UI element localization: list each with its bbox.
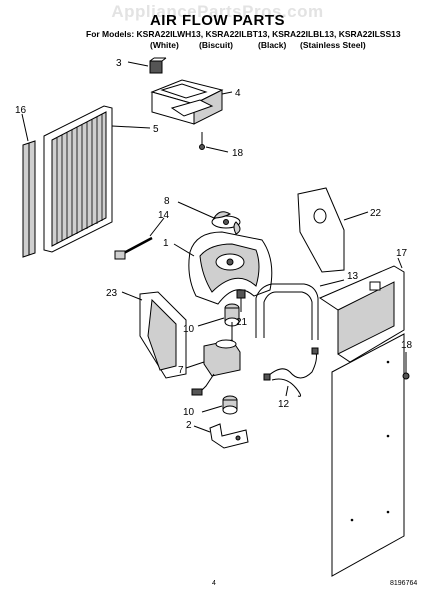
page-number: 4 (212, 580, 216, 587)
part-12-wire-harness (263, 347, 319, 397)
callout-10-lower: 10 (183, 407, 195, 418)
part-21-nut (236, 289, 246, 312)
variant-black: (Black) (258, 40, 287, 50)
part-14-sensor (114, 217, 165, 260)
part-1-fan-shroud (173, 231, 273, 305)
variant-stainless: (Stainless Steel) (300, 40, 366, 50)
callout-10-upper: 10 (183, 324, 195, 335)
callout-2: 2 (186, 420, 192, 431)
callout-8: 8 (164, 196, 170, 207)
part-16-strip (21, 113, 36, 258)
models-line: For Models: KSRA22ILWH13, KSRA22ILBT13, … (86, 29, 401, 39)
part-18-screw-right (402, 352, 410, 380)
callout-7: 7 (178, 365, 184, 376)
part-2-mount-bracket (193, 423, 249, 449)
callout-16: 16 (15, 105, 27, 116)
part-10-grommet-lower (201, 395, 238, 415)
callout-1: 1 (163, 238, 169, 249)
part-7-fan-motor (185, 322, 241, 396)
part-3-clip (127, 57, 167, 74)
variant-white: (White) (150, 40, 179, 50)
watermark: AppliancePartsPros.com (111, 2, 324, 21)
callout-22: 22 (370, 208, 382, 219)
part-4-damper (150, 79, 233, 125)
page-title: AIR FLOW PARTS (149, 12, 286, 29)
callout-18-right: 18 (401, 340, 413, 351)
callout-17: 17 (396, 248, 408, 259)
document-number: 8196764 (390, 580, 418, 587)
callout-21: 21 (236, 317, 248, 328)
callout-23: 23 (106, 288, 118, 299)
variant-biscuit: (Biscuit) (199, 40, 233, 50)
callout-13: 13 (347, 271, 359, 282)
part-13-seal (255, 279, 345, 340)
part-5-grille (43, 105, 151, 253)
callout-3: 3 (116, 58, 122, 69)
part-23-side-panel (121, 291, 187, 379)
callout-4: 4 (235, 88, 241, 99)
part-8-fan-blade (177, 201, 241, 235)
part-17-duct-cover (318, 257, 405, 577)
callout-14: 14 (158, 210, 170, 221)
part-10-grommet-upper (197, 303, 240, 327)
part-22-bracket (297, 187, 369, 273)
part-18-screw-top (199, 132, 229, 153)
callout-5: 5 (153, 124, 159, 135)
callout-12: 12 (278, 399, 290, 410)
callout-18-top: 18 (232, 148, 244, 159)
